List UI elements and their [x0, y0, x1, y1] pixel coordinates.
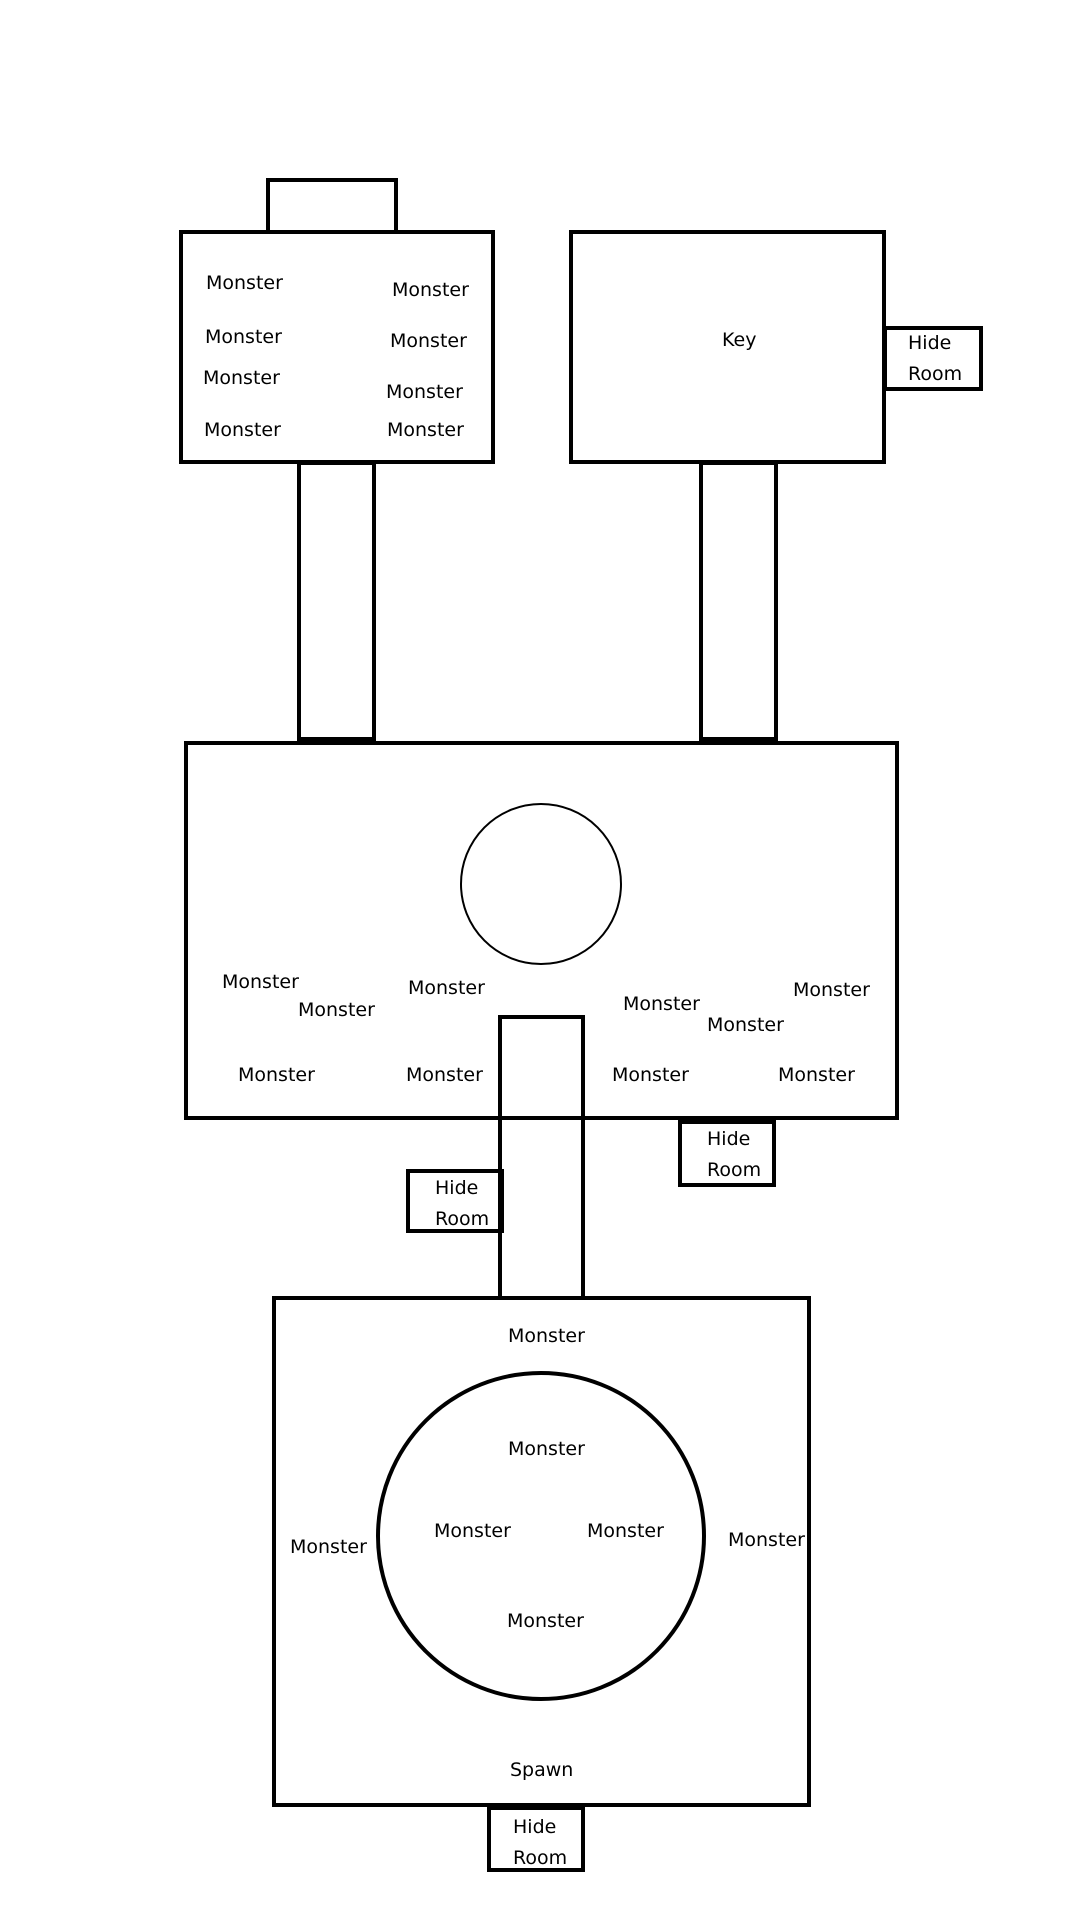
monster-label: Monster: [623, 993, 700, 1015]
hide-room-label: Room: [707, 1159, 761, 1181]
monster-label: Monster: [612, 1064, 689, 1086]
monster-label: Monster: [406, 1064, 483, 1086]
monster-label: Monster: [206, 272, 283, 294]
hide-room-label: Room: [513, 1847, 567, 1869]
monster-label: Monster: [298, 999, 375, 1021]
monster-label: Monster: [707, 1014, 784, 1036]
monster-label: Monster: [392, 279, 469, 301]
monster-label: Monster: [728, 1529, 805, 1551]
spawn-label: Spawn: [510, 1759, 573, 1781]
monster-label: Monster: [793, 979, 870, 1001]
central-circle: [460, 803, 622, 965]
spawn-circle: [376, 1371, 706, 1701]
hide-room-label: Hide: [513, 1816, 556, 1838]
hall-hide-room-right: [678, 1120, 776, 1187]
monster-label: Monster: [434, 1520, 511, 1542]
right-corridor: [699, 461, 778, 741]
center-corridor: [498, 1015, 585, 1300]
left-corridor: [297, 461, 376, 741]
central-hall: [184, 741, 899, 1120]
hide-room-label: Hide: [908, 332, 951, 354]
monster-label: Monster: [508, 1438, 585, 1460]
monster-room-top-door: [266, 178, 398, 234]
monster-label: Monster: [222, 971, 299, 993]
monster-label: Monster: [205, 326, 282, 348]
monster-label: Monster: [507, 1610, 584, 1632]
key-label: Key: [722, 329, 756, 351]
monster-label: Monster: [508, 1325, 585, 1347]
key-hide-room: [883, 326, 983, 391]
hide-room-label: Room: [435, 1208, 489, 1230]
monster-label: Monster: [408, 977, 485, 999]
monster-label: Monster: [238, 1064, 315, 1086]
hall-hide-room-left: [406, 1169, 504, 1233]
hide-room-label: Hide: [435, 1177, 478, 1199]
spawn-hide-room: [487, 1806, 585, 1872]
monster-label: Monster: [386, 381, 463, 403]
hide-room-label: Hide: [707, 1128, 750, 1150]
monster-label: Monster: [390, 330, 467, 352]
spawn-room: [272, 1296, 811, 1807]
monster-label: Monster: [387, 419, 464, 441]
monster-label: Monster: [778, 1064, 855, 1086]
hide-room-label: Room: [908, 363, 962, 385]
monster-label: Monster: [290, 1536, 367, 1558]
monster-label: Monster: [203, 367, 280, 389]
monster-label: Monster: [204, 419, 281, 441]
monster-label: Monster: [587, 1520, 664, 1542]
